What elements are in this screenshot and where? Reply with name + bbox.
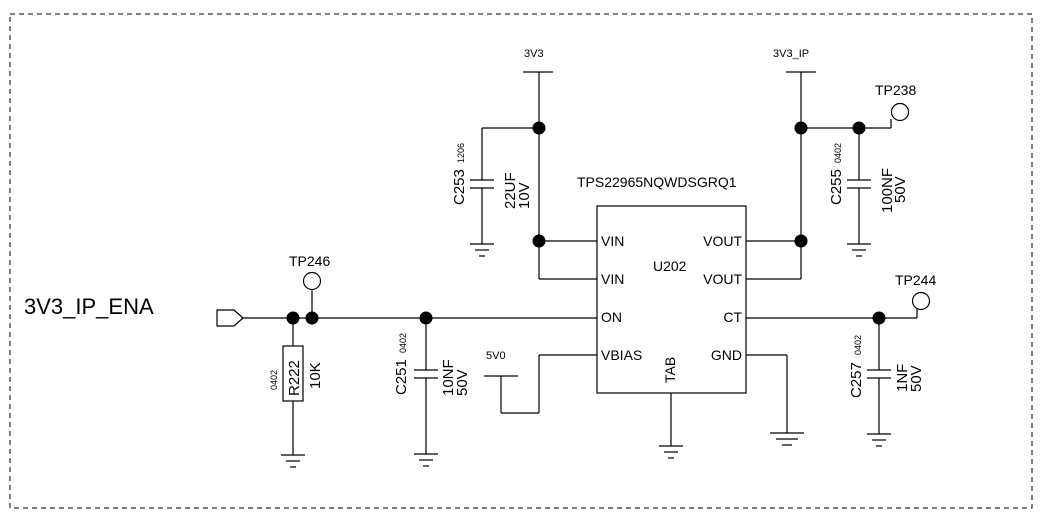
ground-symbol [414, 453, 438, 467]
pin-label-vin-1: VIN [601, 233, 624, 249]
pin-label-tab: TAB [662, 357, 678, 383]
c255-value: 100NF [879, 168, 896, 213]
c257-rating: 50V [908, 365, 925, 392]
c257-package: 0402 [853, 335, 863, 355]
c255-ref: C255 [828, 169, 845, 205]
c257-ref: C257 [848, 362, 865, 398]
r222-ref: R222 [286, 360, 303, 396]
ic-part-number: TPS22965NQWDSGRQ1 [577, 174, 737, 190]
ground-symbol [659, 445, 683, 459]
pin-label-gnd: GND [711, 347, 742, 363]
c251-value: 10NF [440, 359, 457, 396]
tp246-label: TP246 [289, 253, 330, 269]
r222-value: 10K [307, 362, 324, 389]
ic-u202: TPS22965NQWDSGRQ1 U202 VIN VIN ON VBIAS … [577, 174, 747, 394]
pin-label-on: ON [601, 309, 622, 325]
ground-symbol [770, 432, 804, 446]
c253-rating: 10V [516, 182, 533, 209]
ic-refdes: U202 [653, 258, 687, 274]
c253-ref: C253 [451, 169, 468, 205]
c251-ref: C251 [393, 359, 410, 395]
tp238-label: TP238 [875, 82, 916, 98]
capacitor-plates [414, 179, 891, 379]
input-port-symbol [216, 309, 244, 327]
pin-label-ct: CT [723, 309, 742, 325]
test-point-tp244: TP244 [895, 272, 936, 311]
net-label-3v3-ip-ena: 3V3_IP_ENA [24, 294, 154, 319]
sheet-border [9, 13, 1033, 509]
r222-package: 0402 [269, 370, 279, 390]
power-label-3v3: 3V3 [524, 48, 544, 60]
ground-symbol [867, 433, 891, 447]
wires [243, 71, 918, 455]
junction-dots [286, 121, 886, 325]
power-label-5v0: 5V0 [486, 350, 506, 362]
test-point-tp238: TP238 [875, 82, 916, 122]
pin-label-vbias: VBIAS [601, 347, 642, 363]
pin-label-vout-1: VOUT [703, 233, 742, 249]
c257-value: 1NF [894, 364, 911, 392]
c251-rating: 50V [454, 369, 471, 396]
ground-symbols [281, 243, 891, 468]
c255-package: 0402 [833, 143, 843, 163]
c251-package: 0402 [398, 333, 408, 353]
pin-label-vin-2: VIN [601, 271, 624, 287]
c255-rating: 50V [892, 176, 909, 203]
ground-symbol [847, 243, 871, 257]
ground-symbol [281, 454, 305, 468]
test-point-tp246: TP246 [289, 253, 330, 291]
c253-value: 22UF [502, 172, 519, 209]
ground-symbol [470, 243, 494, 257]
power-label-3v3-ip: 3V3_IP [773, 48, 809, 60]
pin-label-vout-2: VOUT [703, 271, 742, 287]
r222-symbol [282, 345, 304, 402]
c253-package: 1206 [456, 143, 466, 163]
tp244-label: TP244 [895, 272, 936, 288]
